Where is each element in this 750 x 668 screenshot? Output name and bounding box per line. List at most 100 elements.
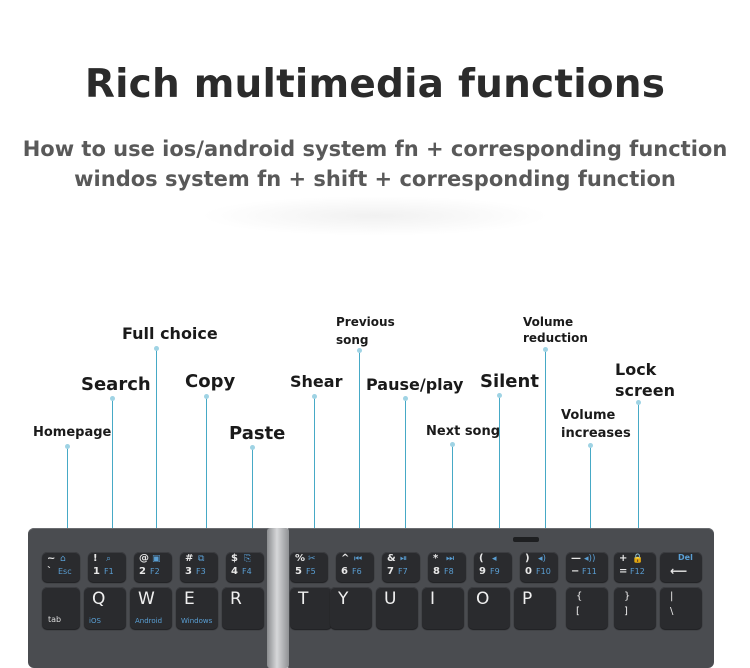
label-search: Search [81, 374, 151, 395]
key-f9[interactable]: ( 9 ◂ F9 [474, 552, 512, 582]
key-o-letter: O [476, 589, 490, 609]
key-f7[interactable]: & 7 ⏯ F7 [382, 552, 420, 582]
key-p[interactable]: P [514, 587, 556, 629]
leader-line-volume-reduction [545, 349, 546, 560]
label-silent: Silent [480, 371, 539, 392]
key-tab[interactable]: tab [42, 587, 80, 629]
key-f4-top: $ [231, 553, 238, 564]
key-e-letter: E [184, 589, 195, 609]
leader-line-search [112, 398, 113, 560]
key-r-letter: R [230, 589, 242, 609]
label-lock-screen-line2: screen [615, 381, 675, 400]
key-f9-fn: F9 [490, 567, 500, 576]
label-volume-reduction-line1: Volume [523, 315, 574, 329]
keyboard-slot [513, 537, 539, 542]
play-pause-icon: ⏯ [400, 554, 408, 564]
key-f8[interactable]: * 8 ⏭ F8 [428, 552, 466, 582]
key-f3[interactable]: # 3 ⧉ F3 [180, 552, 218, 582]
key-left-brace: { [576, 591, 583, 602]
key-esc[interactable]: ~ ` ⌂ Esc [42, 552, 80, 582]
copy-icon: ⧉ [198, 554, 205, 564]
key-t-letter: T [298, 589, 309, 609]
key-f2-bottom: 2 [139, 566, 146, 577]
leader-line-copy [206, 396, 207, 560]
next-track-icon: ⏭ [446, 554, 455, 564]
key-f8-fn: F8 [444, 567, 454, 576]
key-f4-bottom: 4 [231, 566, 238, 577]
home-icon: ⌂ [60, 554, 66, 564]
decorative-glow [200, 196, 550, 236]
leader-dot-pause-play [403, 396, 408, 401]
key-i[interactable]: I [422, 587, 464, 629]
key-delete-label: Del [678, 553, 693, 562]
key-f2-top: @ [139, 553, 149, 564]
key-right-bracket-char: ] [624, 606, 628, 617]
key-right-bracket[interactable]: } ] [614, 587, 656, 629]
leader-line-paste [252, 447, 253, 560]
key-f1[interactable]: ! 1 ⌕ F1 [88, 552, 126, 582]
key-f12[interactable]: + = 🔒 F12 [614, 552, 656, 582]
key-f5[interactable]: % 5 ✂ F5 [290, 552, 328, 582]
select-all-icon: ▣ [152, 554, 161, 564]
leader-line-volume-increases [590, 445, 591, 560]
leader-line-lock-screen [638, 402, 639, 560]
key-f11[interactable]: — − ◂)) F11 [566, 552, 608, 582]
leader-line-next-song [452, 444, 453, 560]
key-f11-fn: F11 [582, 567, 597, 576]
key-f1-bottom: 1 [93, 566, 100, 577]
key-f5-bottom: 5 [295, 566, 302, 577]
key-pipe: | [670, 591, 674, 602]
cut-icon: ✂ [308, 554, 316, 564]
label-paste: Paste [229, 423, 286, 444]
leader-dot-search [110, 396, 115, 401]
key-w[interactable]: W Android [130, 587, 172, 629]
key-t[interactable]: T [290, 587, 332, 629]
key-r[interactable]: R [222, 587, 264, 629]
key-f6[interactable]: ^ 6 ⏮ F6 [336, 552, 374, 582]
key-f10-bottom: 0 [525, 566, 532, 577]
leader-line-previous-song [359, 350, 360, 560]
key-f10-fn: F10 [536, 567, 551, 576]
key-f6-top: ^ [341, 553, 350, 564]
leader-dot-silent [497, 393, 502, 398]
key-q[interactable]: Q iOS [84, 587, 126, 629]
key-o[interactable]: O [468, 587, 510, 629]
key-esc-bottom: ` [47, 566, 52, 577]
label-lock-screen-line1: Lock [615, 360, 657, 379]
volume-up-icon: ◂)) [584, 554, 596, 564]
lock-icon: 🔒 [632, 554, 644, 564]
key-left-bracket[interactable]: { [ [566, 587, 608, 629]
leader-dot-full-choice [154, 346, 159, 351]
key-f3-fn: F3 [196, 567, 206, 576]
key-u[interactable]: U [376, 587, 418, 629]
key-f1-fn: F1 [104, 567, 114, 576]
key-tab-label: tab [48, 615, 62, 624]
key-f10[interactable]: ) 0 ◂) F10 [520, 552, 558, 582]
key-backslash[interactable]: | \ [660, 587, 702, 629]
key-q-letter: Q [92, 589, 106, 609]
search-icon: ⌕ [106, 554, 112, 564]
label-copy: Copy [185, 371, 236, 392]
leader-dot-lock-screen [636, 400, 641, 405]
volume-down-icon: ◂) [538, 554, 547, 564]
key-f8-bottom: 8 [433, 566, 440, 577]
leader-dot-previous-song [357, 348, 362, 353]
key-w-letter: W [138, 589, 155, 609]
leader-dot-volume-reduction [543, 347, 548, 352]
key-f4[interactable]: $ 4 ⎘ F4 [226, 552, 264, 582]
key-y[interactable]: Y [330, 587, 372, 629]
key-w-sublabel: Android [135, 617, 163, 625]
leader-dot-homepage [65, 444, 70, 449]
key-f12-fn: F12 [630, 567, 645, 576]
key-e[interactable]: E Windows [176, 587, 218, 629]
label-next-song: Next song [426, 424, 501, 439]
label-volume-increases-line2: increases [561, 426, 631, 441]
label-volume-reduction-line2: reduction [523, 331, 588, 345]
label-full-choice: Full choice [122, 324, 218, 343]
key-f5-fn: F5 [306, 567, 316, 576]
key-f12-top: + [619, 553, 628, 564]
key-f2[interactable]: @ 2 ▣ F2 [134, 552, 172, 582]
key-delete[interactable]: Del ⟵ [660, 552, 702, 582]
key-f6-bottom: 6 [341, 566, 348, 577]
key-backslash-char: \ [670, 606, 674, 617]
